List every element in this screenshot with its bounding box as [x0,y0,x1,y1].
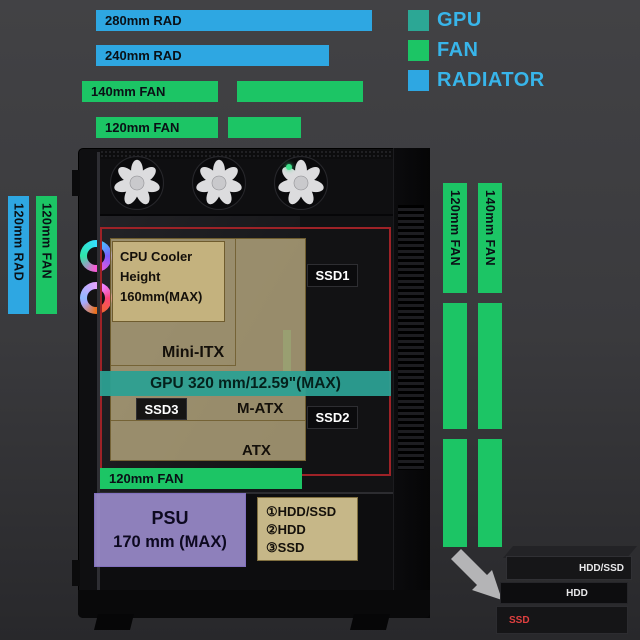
motherboard-tray [300,216,393,492]
bar-right-140mm-fan: 140mm FAN [478,183,502,293]
bar-right-120mm-fan: 120mm FAN [443,183,467,293]
legend-label: RADIATOR [437,69,545,91]
legend-item-radiator: RADIATOR [408,69,545,92]
tray-label: SSD [509,614,530,626]
bar-label: 140mm FAN [91,84,166,99]
front-fan-zone-bar [443,303,467,429]
psu-line2: 170 mm (MAX) [113,533,227,551]
drive-support-item: ①HDD/SSD [266,504,337,519]
power-led-icon [286,164,292,170]
cpu-cooler-line3: 160mm(MAX) [120,289,203,305]
bar-120mm-fan: 120mm FAN [96,117,218,138]
bar-280mm-radiator: 280mm RAD [96,10,372,31]
ssd1-mount: SSD1 [307,264,358,287]
legend-item-fan: FAN [408,39,545,62]
legend-item-gpu: GPU [408,9,545,32]
gpu-swatch-icon [408,10,429,31]
bar-label: 120mm FAN [105,120,180,135]
case-bottom-bezel [78,590,430,618]
bar-label: 120mm FAN [448,190,462,267]
top-fan-icon [110,156,164,210]
atx-label: ATX [242,442,271,459]
mini-itx-area-overlay [110,238,236,366]
cpu-cooler-spec: CPU Cooler Height 160mm(MAX) [112,241,225,322]
legend: GPU FAN RADIATOR [408,9,545,92]
gpu-clearance-bar: GPU 320 mm/12.59"(MAX) [100,371,391,396]
legend-label: FAN [437,39,479,61]
case-foot [94,614,134,630]
ssd3-label: SSD3 [144,401,179,417]
bar-label: 140mm FAN [483,190,497,267]
bar-label: 120mm FAN [109,471,184,486]
callout-arrow-icon [451,549,502,600]
glass-panel-edge [97,152,100,612]
panel-hinge [72,170,80,196]
front-vent-slats [398,205,424,470]
tray-label: HDD [566,587,588,599]
bar-label: 120mm FAN [39,203,54,280]
front-fan-zone-bar [478,303,502,429]
bar-label: 240mm RAD [105,48,182,63]
drive-cage-detail: HDD/SSD HDD SSD [494,544,640,640]
bar-left-120mm-rad: 120mm RAD [8,196,29,314]
ssd3-mount: SSD3 [136,398,187,420]
case-foot [350,614,390,630]
fan-swatch-icon [408,40,429,61]
ssd2-mount: SSD2 [307,406,358,429]
mini-itx-label: Mini-ITX [162,344,225,361]
top-fan-icon [191,156,246,210]
bar-label: 280mm RAD [105,13,182,28]
tray-label: HDD/SSD [578,562,624,574]
psu-spec: PSU 170 mm (MAX) [94,493,246,567]
bar-left-120mm-fan: 120mm FAN [36,196,57,314]
psu-line1: PSU [151,508,189,528]
m-atx-label: M-ATX [237,400,284,417]
panel-hinge [72,560,80,586]
ssd2-label: SSD2 [315,410,350,425]
bar-120mm-fan-zone [228,117,301,138]
drive-support-item: ②HDD [266,522,306,537]
drive-tray-ssd: SSD [496,606,628,634]
top-fan-icon [274,156,328,210]
case-top-mesh [100,150,393,159]
drive-tray-hdd-ssd: HDD/SSD [506,556,632,580]
bar-240mm-radiator: 240mm RAD [96,45,329,66]
gpu-clearance-label: GPU 320 mm/12.59"(MAX) [150,374,341,392]
radiator-swatch-icon [408,70,429,91]
cpu-cooler-line2: Height [120,269,161,285]
legend-label: GPU [437,9,482,31]
ssd1-label: SSD1 [315,268,350,283]
drive-support-item: ③SSD [266,540,305,555]
bar-140mm-fan-zone [237,81,363,102]
front-fan-zone-bar [443,439,467,547]
bar-label: 120mm RAD [11,203,26,282]
bar-bottom-120mm-fan: 120mm FAN [100,468,302,489]
bar-140mm-fan: 140mm FAN [82,81,218,102]
cpu-cooler-line1: CPU Cooler [120,249,193,264]
front-fan-zone-bar [478,439,502,547]
drive-support-list: ①HDD/SSD ②HDD ③SSD [257,497,358,561]
drive-tray-hdd: HDD [500,582,628,604]
